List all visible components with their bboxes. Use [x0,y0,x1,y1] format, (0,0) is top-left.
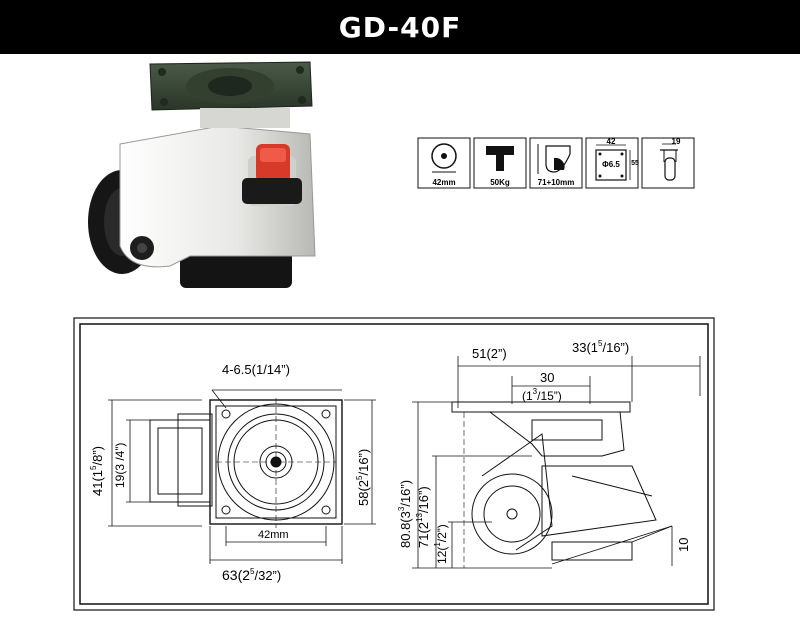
dim-30-sub: (13/15”) [522,387,562,403]
dim-51: 51(2”) [472,346,507,361]
dim-bolt-holes: 4-6.5(1/14”) [222,362,290,377]
dim-41: 41(15/8”) [89,446,105,496]
technical-drawing: 4-6.5(1/14”) 42mm 63(25/32”) 41(15/8”) 1… [73,317,715,611]
spec-label-width: 19 [672,137,681,146]
wheel-diameter-icon [431,143,457,173]
spec-label-height: 71+10mm [538,178,575,187]
dim-42: 42mm [258,529,289,541]
page-title: GD-40F [0,0,800,54]
dim-19: 19(3 /4”) [113,443,127,488]
dim-80: 80.8(33/16”) [397,480,413,548]
load-capacity-icon [486,146,514,171]
dim-12: 12(1/2”) [433,524,449,564]
spec-plate-top: 42 [607,137,616,146]
product-photo [88,61,316,288]
wheel-width-icon [660,143,678,181]
dim-10: 10 [676,538,691,552]
spec-label-load: 50Kg [490,178,510,187]
side-view [451,401,657,568]
plate-size-icon [595,144,631,181]
dim-71: 71(213/16”) [415,486,431,548]
spec-icons: 42mm 50Kg 71+10mm 42 Φ6.5 55 19 [417,137,695,189]
dim-58: 58(25/16”) [355,449,371,506]
front-view [149,398,343,528]
height-icon [537,144,571,174]
dim-63: 63(25/32”) [222,567,281,583]
dim-30: 30 [540,370,554,385]
spec-label-wheel: 42mm [432,178,455,187]
spec-plate-center: Φ6.5 [602,160,620,169]
dim-33: 33(15/16”) [572,339,629,355]
spec-plate-side: 55 [631,160,639,167]
